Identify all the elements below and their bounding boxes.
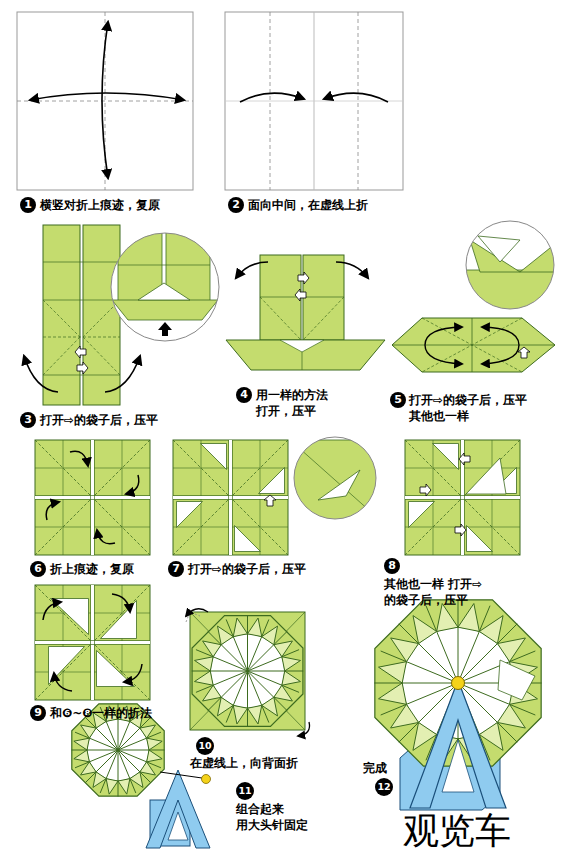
diagram-title: 观览车 (403, 810, 511, 852)
step-number: 5 (390, 392, 406, 408)
step-number: 10 (196, 737, 214, 755)
step-number: 2 (228, 197, 244, 213)
step11-figure (71, 703, 211, 848)
step-caption: 和❻~❽一样的折法 (50, 705, 152, 721)
step-number: 7 (168, 561, 184, 577)
step-number: 6 (30, 561, 46, 577)
step10-figure (186, 609, 310, 736)
step-number: 12 (375, 778, 393, 796)
step-number: 8 (384, 558, 400, 574)
step9-figure (35, 585, 150, 700)
step-caption: 组合起来 用大头针固定 (236, 801, 340, 833)
step-caption: 打开⇨的袋子后，压平 (188, 561, 306, 577)
step-caption: 在虚线上，向背面折 (190, 755, 298, 771)
step6-figure (35, 440, 150, 555)
step7-figure (173, 437, 380, 555)
step5-figure (392, 221, 560, 372)
step-caption: 完成 (363, 760, 387, 776)
step-caption: 用一样的方法 打开，压平 (256, 387, 348, 419)
step-caption: 其他也一样 打开⇨的袋子后，压平 (384, 576, 529, 608)
step12-figure (373, 598, 544, 810)
step8-figure (405, 440, 520, 555)
step-caption: 打开⇨的袋子后，压平 (40, 412, 158, 428)
step-number: 3 (20, 412, 36, 428)
step-caption: 面向中间，在虚线上折 (248, 197, 368, 213)
step-number: 1 (20, 197, 36, 213)
step3-figure (24, 225, 219, 405)
step1-figure (17, 12, 193, 190)
step2-figure (225, 12, 403, 190)
step-caption: 横竖对折上痕迹，复原 (40, 197, 160, 213)
step-number: 4 (236, 387, 252, 403)
step4-figure (226, 255, 385, 370)
step-number: 9 (30, 705, 46, 721)
step-caption: 折上痕迹，复原 (50, 561, 134, 577)
step-number: 11 (236, 782, 254, 800)
step-caption: 打开⇨的袋子后，压平 其他也一样 (409, 392, 554, 424)
